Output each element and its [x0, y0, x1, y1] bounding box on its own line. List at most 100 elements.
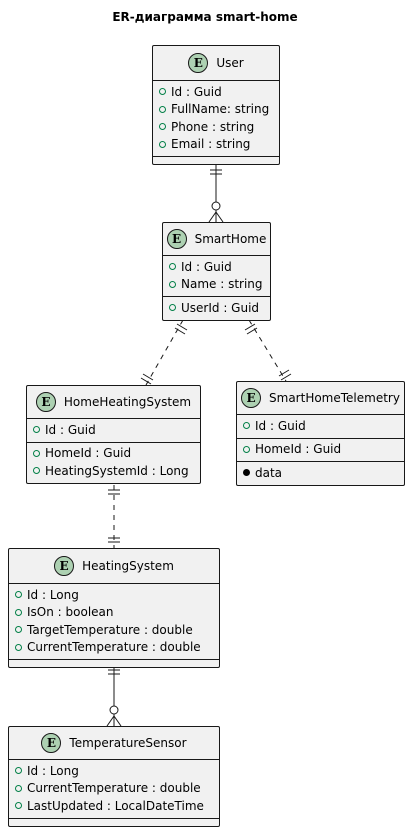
attribute-text: Phone : string	[171, 119, 255, 134]
entity-name: User	[216, 56, 244, 70]
public-field-icon	[33, 426, 40, 434]
entity-section	[9, 817, 219, 826]
public-field-icon	[169, 263, 176, 271]
entity-header: E User	[153, 46, 279, 81]
entity-attribute: CurrentTemperature : double	[9, 639, 219, 657]
relation-smarthome-homeheating	[140, 319, 188, 386]
entity-section	[153, 156, 279, 164]
entity-section: UserId : Guid	[163, 296, 270, 320]
public-field-icon	[159, 105, 166, 113]
entity-header: E SmartHome	[163, 223, 270, 256]
public-field-icon	[15, 608, 22, 616]
entity-name: SmartHome	[194, 232, 267, 246]
entity-attribute: LastUpdated : LocalDateTime	[9, 797, 219, 815]
attribute-text: Id : Long	[27, 763, 79, 778]
entity-header: E HeatingSystem	[9, 549, 219, 584]
public-field-icon	[159, 123, 166, 131]
entity-attribute: TargetTemperature : double	[9, 621, 219, 639]
entity-badge-icon: E	[54, 556, 75, 576]
entity-attribute: Id : Guid	[153, 83, 279, 101]
entity-attribute: HomeId : Guid	[237, 441, 404, 459]
entity-attribute: HeatingSystemId : Long	[27, 462, 200, 480]
public-field-icon	[15, 784, 22, 792]
public-field-icon	[159, 88, 166, 96]
entity-attribute: CurrentTemperature : double	[9, 780, 219, 798]
attribute-text: HomeId : Guid	[255, 442, 342, 457]
entity-badge-icon: E	[241, 388, 262, 408]
relation-smarthome-telemetry	[244, 319, 292, 382]
entity-attribute: Phone : string	[153, 118, 279, 136]
entity-attribute: data	[237, 464, 404, 482]
attribute-text: CurrentTemperature : double	[27, 640, 201, 655]
entity-section	[9, 659, 219, 667]
entity-attribute: Id : Long	[9, 762, 219, 780]
entity-attribute: Email : string	[153, 136, 279, 154]
entity-attribute: Name : string	[163, 276, 270, 294]
attribute-text: Name : string	[181, 277, 263, 292]
entity-attribute: Id : Guid	[27, 421, 200, 439]
public-field-icon	[243, 445, 250, 453]
entity-attribute: Id : Long	[9, 586, 219, 604]
entity-name: SmartHomeTelemetry	[269, 391, 400, 405]
entity-badge-icon: E	[41, 733, 62, 753]
public-field-icon	[33, 467, 40, 475]
attribute-text: Id : Guid	[181, 259, 232, 274]
entity-attribute: FullName: string	[153, 101, 279, 119]
relation-homeheating-heating	[108, 485, 120, 548]
entity-name: TemperatureSensor	[69, 736, 187, 750]
entity-attribute: IsOn : boolean	[9, 604, 219, 622]
attribute-text: UserId : Guid	[181, 300, 260, 315]
public-field-icon	[15, 591, 22, 599]
attribute-text: IsOn : boolean	[27, 605, 114, 620]
public-field-icon	[33, 449, 40, 457]
entity-header: E SmartHomeTelemetry	[237, 382, 404, 415]
attribute-text: Email : string	[171, 137, 251, 152]
entity-name: HomeHeatingSystem	[63, 395, 192, 409]
attribute-text: TargetTemperature : double	[27, 622, 193, 637]
entity-header: E HomeHeatingSystem	[27, 386, 200, 419]
attribute-text: data	[255, 465, 283, 480]
attribute-text: Id : Long	[27, 587, 79, 602]
entity-badge-icon: E	[35, 392, 56, 412]
attribute-text: HomeId : Guid	[45, 446, 132, 461]
public-field-icon	[159, 140, 166, 148]
public-field-icon	[15, 767, 22, 775]
entity-section: Id : Guid	[237, 415, 404, 438]
public-field-icon	[243, 422, 250, 430]
entity-header: E TemperatureSensor	[9, 727, 219, 760]
attribute-text: Id : Guid	[45, 422, 96, 437]
entity-badge-icon: E	[166, 229, 187, 249]
attribute-text: HeatingSystemId : Long	[45, 463, 189, 478]
attribute-text: FullName: string	[171, 102, 270, 117]
public-field-icon	[15, 626, 22, 634]
entity-section: HomeId : Guid	[237, 437, 404, 462]
relation-heating-sensor	[106, 663, 122, 727]
entity-attribute: Id : Guid	[237, 417, 404, 435]
public-field-icon	[15, 643, 22, 651]
attribute-text: CurrentTemperature : double	[27, 781, 201, 796]
entity-badge-icon: E	[188, 53, 209, 73]
relation-user-smarthome	[208, 161, 224, 223]
entity-attribute: HomeId : Guid	[27, 445, 200, 463]
diagram-title: ER-диаграмма smart-home	[112, 10, 298, 24]
entity-name: HeatingSystem	[82, 559, 174, 573]
entity-section: Id : Guid	[27, 419, 200, 442]
public-field-icon	[15, 802, 22, 810]
public-field-icon	[169, 280, 176, 288]
entity-section: data	[237, 461, 404, 485]
attribute-text: Id : Guid	[255, 418, 306, 433]
entity-attribute: UserId : Guid	[163, 299, 270, 317]
public-field-icon	[169, 304, 176, 312]
